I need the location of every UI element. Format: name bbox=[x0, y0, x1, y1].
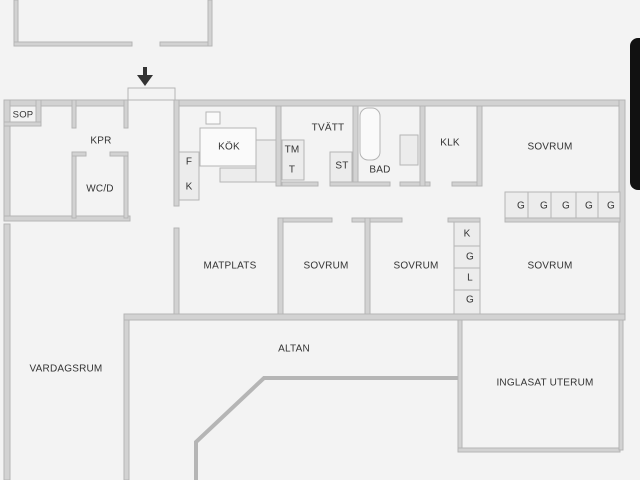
storage-label: G bbox=[540, 200, 548, 212]
storage-label: G bbox=[562, 200, 570, 212]
room-label-f: F bbox=[185, 156, 193, 168]
room-label-sovrum-2: SOVRUM bbox=[303, 260, 349, 272]
room-label-sop: SOP bbox=[12, 109, 34, 121]
room-label-k-kitchen: K bbox=[185, 181, 193, 193]
room-label-inglasat-uterum: INGLASAT UTERUM bbox=[496, 377, 594, 389]
room-label-sovrum-1: SOVRUM bbox=[527, 141, 573, 153]
arrow-down-icon bbox=[137, 67, 153, 86]
room-label-vardagsrum: VARDAGSRUM bbox=[29, 363, 103, 375]
room-label-st: ST bbox=[335, 160, 349, 172]
room-label-tm: TM bbox=[284, 144, 300, 156]
storage-label: G bbox=[585, 200, 593, 212]
storage-label: G bbox=[466, 251, 474, 263]
room-label-kpr: KPR bbox=[90, 135, 112, 147]
room-label-bad: BAD bbox=[369, 164, 391, 176]
storage-label: G bbox=[517, 200, 525, 212]
room-label-wcd: WC/D bbox=[86, 183, 114, 195]
storage-label: K bbox=[463, 228, 471, 240]
room-label-altan: ALTAN bbox=[278, 343, 310, 355]
room-label-sovrum-3: SOVRUM bbox=[393, 260, 439, 272]
room-label-tvatt: TVÄTT bbox=[311, 122, 345, 134]
room-label-kok: KÖK bbox=[218, 141, 240, 153]
room-label-matplats: MATPLATS bbox=[203, 260, 257, 272]
room-label-sovrum-4: SOVRUM bbox=[527, 260, 573, 272]
storage-label: L bbox=[467, 272, 473, 284]
room-label-klk: KLK bbox=[440, 137, 460, 149]
storage-label: G bbox=[466, 294, 474, 306]
device-frame-edge bbox=[630, 38, 640, 190]
room-label-t: T bbox=[288, 164, 296, 176]
storage-label: G bbox=[607, 200, 615, 212]
